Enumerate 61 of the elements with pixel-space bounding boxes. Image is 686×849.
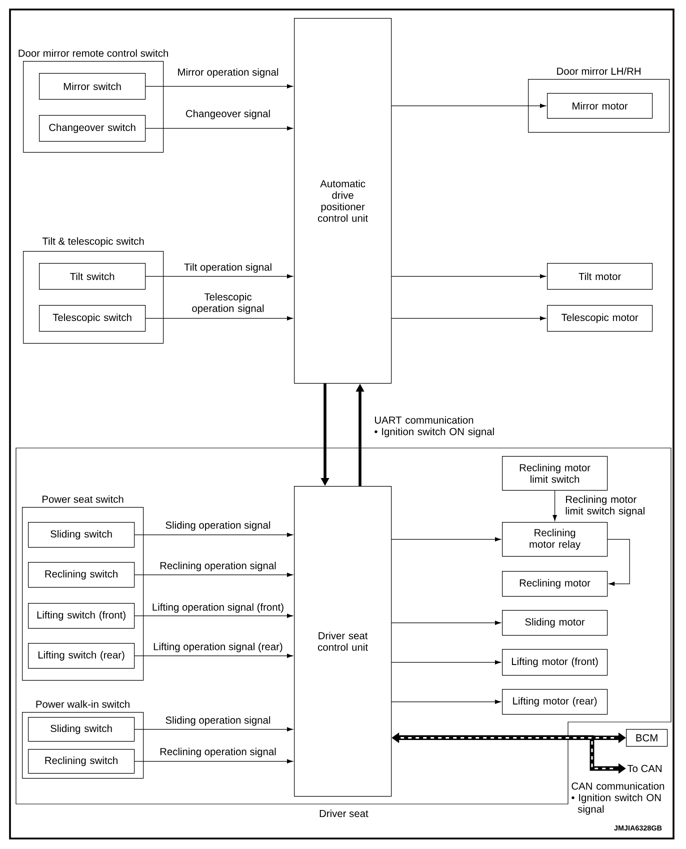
edge-label: Telescopic operation signal <box>192 293 264 314</box>
arrow <box>145 274 293 278</box>
arrow <box>145 84 293 88</box>
arrow <box>134 654 293 658</box>
arrow <box>391 316 546 320</box>
edge-label: Reclining motor limit switch signal <box>566 496 644 516</box>
terminal-label: To CAN <box>627 764 662 772</box>
arrow <box>391 537 501 542</box>
component-box: BCM <box>626 729 668 747</box>
edge-label: Reclining operation signal <box>160 562 276 572</box>
component-box: Lifting motor (front) <box>502 649 608 676</box>
arrow <box>134 614 293 618</box>
edge-label: Tilt operation signal <box>184 263 272 273</box>
arrow <box>134 759 293 764</box>
node-label: Driver seat <box>320 810 368 818</box>
edge-label: Mirror operation signal <box>178 68 278 78</box>
arrow <box>145 126 293 130</box>
node-label: Tilt & telescopic switch <box>42 237 144 247</box>
component-box: Reclining motor <box>502 571 608 597</box>
arrow <box>391 620 501 625</box>
edge-label: Sliding operation signal <box>166 716 270 726</box>
edge-label: CAN communication • Ignition switch ON signal <box>572 782 664 815</box>
component-box: Telescopic switch <box>39 305 146 332</box>
arrow <box>607 539 630 586</box>
edge-label: Lifting operation signal (rear) <box>154 642 282 652</box>
component-box: Tilt switch <box>39 263 146 290</box>
component-box: Sliding switch <box>28 522 135 548</box>
edge-label: Lifting operation signal (front) <box>152 603 284 613</box>
component-box: Mirror switch <box>39 73 146 100</box>
component-box: Reclining switch <box>28 562 135 588</box>
control-unit-box: Automatic drive positioner control unit <box>294 18 392 384</box>
component-box: Mirror motor <box>547 93 653 119</box>
arrow <box>391 274 546 278</box>
node-label: Door mirror remote control switch <box>18 49 168 57</box>
component-box: Reclining motor limit switch <box>502 456 608 491</box>
component-box: Reclining switch <box>28 749 135 774</box>
node-label: Power seat switch <box>42 495 124 503</box>
arrow <box>552 490 557 521</box>
component-box: Lifting motor (rear) <box>502 689 608 715</box>
component-box: Lifting switch (front) <box>28 603 135 629</box>
component-box: Lifting switch (rear) <box>28 643 135 669</box>
arrow <box>134 572 293 577</box>
component-box: Changeover switch <box>39 115 146 142</box>
node-label: Door mirror LH/RH <box>557 67 640 75</box>
arrow <box>134 532 293 537</box>
arrow <box>134 727 293 732</box>
edge-label: Changeover signal <box>186 110 270 120</box>
edge-label: Reclining operation signal <box>160 748 276 758</box>
arrow <box>391 104 546 108</box>
control-unit-box: Driver seat control unit <box>294 486 392 797</box>
component-box: Reclining motor relay <box>502 522 608 557</box>
component-box: Tilt motor <box>547 263 653 290</box>
edge-label: UART communication • Ignition switch ON signal <box>374 416 494 438</box>
component-box: Sliding motor <box>502 610 608 636</box>
arrow <box>145 316 293 320</box>
edge-label: Sliding operation signal <box>166 521 270 531</box>
arrow <box>391 700 501 704</box>
component-box: Sliding switch <box>28 717 135 742</box>
arrow <box>391 660 501 664</box>
component-box: Telescopic motor <box>547 305 653 332</box>
node-label: Power walk-in switch <box>36 700 130 708</box>
